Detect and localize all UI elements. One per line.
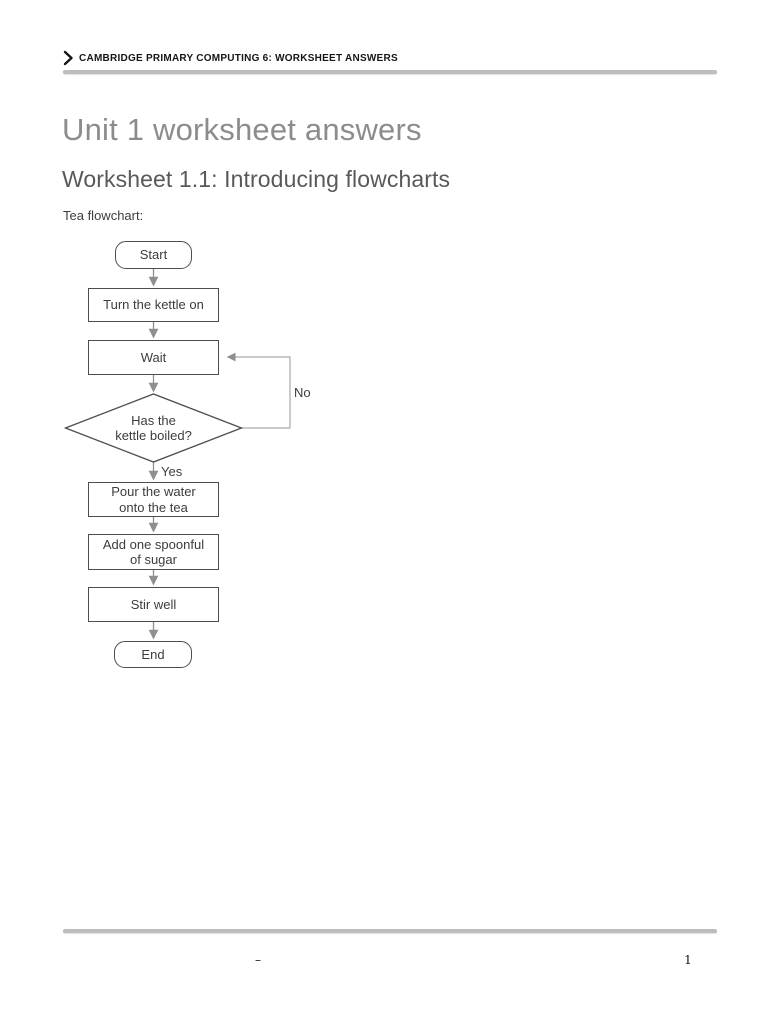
header-divider [63,70,717,74]
page-header: CAMBRIDGE PRIMARY COMPUTING 6: WORKSHEET… [62,50,398,66]
flowchart-node-turn-kettle-on: Turn the kettle on [88,288,219,322]
node-label: End [141,646,165,662]
node-label-line-1: Add one spoonful [102,536,205,552]
flowchart-node-wait: Wait [88,340,219,375]
node-label: Turn the kettle on [103,297,204,313]
node-label: Start [139,247,168,263]
flowchart-node-stir-well: Stir well [88,587,219,622]
node-label: Wait [140,349,167,365]
flowchart-connectors [63,269,291,640]
decision-line-2: kettle boiled? [115,428,192,443]
chevron-right-icon [62,50,74,66]
tea-flowchart: Start Turn the kettle on Wait Has the ke… [0,235,350,685]
branch-label-no: No [294,385,311,400]
node-label-line-2: onto the tea [119,499,188,515]
node-label-line-1: Pour the water [111,484,196,499]
document-header-title: CAMBRIDGE PRIMARY COMPUTING 6: WORKSHEET… [79,52,398,64]
node-label-line-2: of sugar [130,552,177,567]
page-title: Unit 1 worksheet answers [62,112,422,147]
intro-text: Tea flowchart: [63,208,144,223]
page-number: 1 [684,953,692,967]
flowchart-node-decision-text: Has the kettle boiled? [93,402,214,454]
flowchart-node-pour-water: Pour the water onto the tea [88,482,219,517]
footer-dash: – [255,953,261,967]
flowchart-node-add-sugar: Add one spoonful of sugar [88,534,219,570]
flowchart-node-start: Start [115,241,192,269]
arrow-no-loop-to-wait [226,352,291,429]
decision-line-1: Has the [131,412,176,428]
decision-diamond-shape [63,393,244,463]
branch-label-yes: Yes [161,464,183,479]
flowchart-node-end: End [114,641,192,668]
node-label: Stir well [130,596,177,612]
worksheet-subtitle: Worksheet 1.1: Introducing flowcharts [62,166,451,192]
footer-divider [63,929,717,933]
